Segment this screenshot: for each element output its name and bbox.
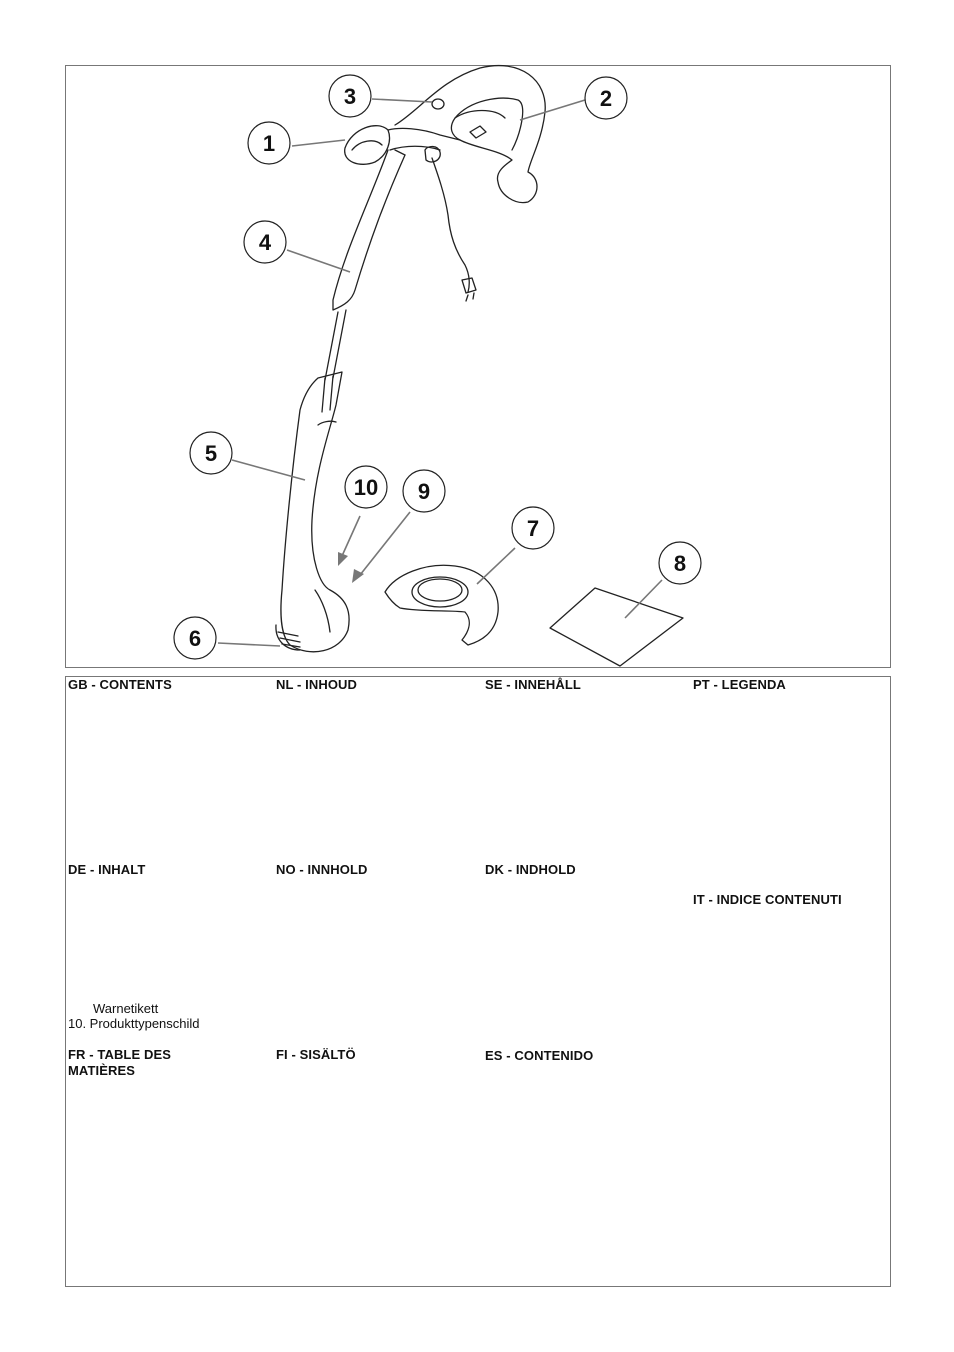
heading-es: ES - CONTENIDO bbox=[485, 1048, 594, 1063]
callout-4: 4 bbox=[259, 230, 272, 255]
contents-table-frame bbox=[65, 676, 891, 1287]
heading-pt: PT - LEGENDA bbox=[693, 677, 786, 692]
heading-dk: DK - INDHOLD bbox=[485, 862, 576, 877]
callout-10: 10 bbox=[354, 475, 378, 500]
heading-no: NO - INNHOLD bbox=[276, 862, 368, 877]
callout-9: 9 bbox=[418, 479, 430, 504]
de-item-9: Warnetikett bbox=[93, 1001, 159, 1016]
callout-circle bbox=[584, 76, 628, 120]
power-cord bbox=[431, 157, 470, 293]
heading-fr-line1: FR - TABLE DES bbox=[68, 1047, 171, 1062]
callout-circle bbox=[328, 74, 372, 118]
heading-it: IT - INDICE CONTENUTI bbox=[693, 892, 842, 907]
callout-7: 7 bbox=[527, 516, 539, 541]
callout-1: 1 bbox=[263, 131, 275, 156]
heading-fr-line2: MATIÈRES bbox=[68, 1063, 136, 1078]
callout-circle bbox=[511, 506, 555, 550]
callout-circle bbox=[344, 465, 388, 509]
lower-shaft bbox=[280, 371, 350, 653]
callout-5: 5 bbox=[205, 441, 217, 466]
callout-circle bbox=[402, 469, 446, 513]
upper-shaft bbox=[332, 149, 406, 311]
callout-circle bbox=[658, 541, 702, 585]
callout-circle bbox=[189, 431, 233, 475]
callout-3: 3 bbox=[344, 84, 356, 109]
callout-circle bbox=[243, 220, 287, 264]
callout-6: 6 bbox=[189, 626, 201, 651]
manual-sheet bbox=[549, 587, 684, 667]
callout-2: 2 bbox=[600, 86, 612, 111]
callout-circle bbox=[173, 616, 217, 660]
callout-circle bbox=[247, 121, 291, 165]
heading-nl: NL - INHOUD bbox=[276, 677, 358, 692]
spool bbox=[275, 624, 301, 651]
front-grip bbox=[344, 125, 391, 165]
callout-8: 8 bbox=[674, 551, 686, 576]
upper-handle-loop bbox=[394, 64, 546, 204]
heading-se: SE - INNEHÅLL bbox=[485, 677, 581, 692]
heading-gb: GB - CONTENTS bbox=[68, 677, 172, 692]
heading-fr: FR - TABLE DES MATIÈRES bbox=[68, 1047, 171, 1079]
guard bbox=[384, 564, 499, 646]
de-item-10: 10. Produkttypenschild bbox=[68, 1016, 200, 1031]
heading-de: DE - INHALT bbox=[68, 862, 146, 877]
heading-fi: FI - SISÄLTÖ bbox=[276, 1047, 356, 1062]
figure-frame bbox=[65, 65, 891, 668]
